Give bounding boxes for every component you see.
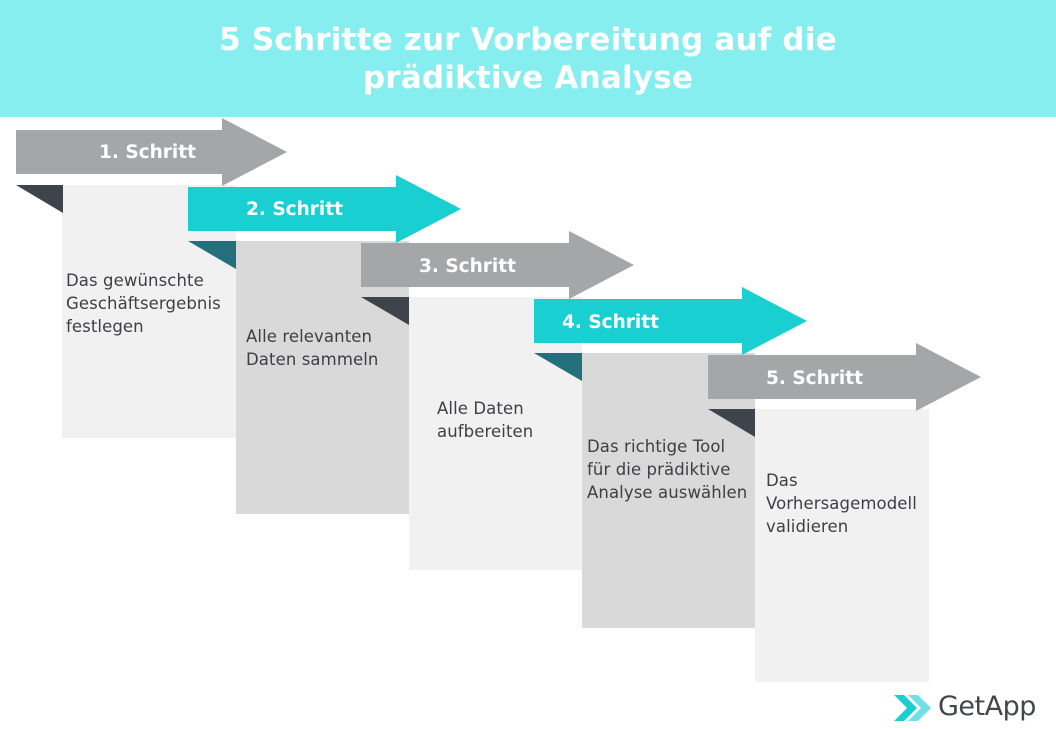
step-1-arrow <box>16 118 287 186</box>
step-4-text: Das richtige Tool für die prädiktive Ana… <box>587 437 748 502</box>
step-5-text: Das Vorhersagemodell validieren <box>766 471 917 536</box>
title-banner: 5 Schritte zur Vorbereitung auf die präd… <box>0 0 1056 117</box>
step-1-label: 1. Schritt <box>99 142 196 163</box>
step-4-fold <box>534 353 582 381</box>
step-4-label: 4. Schritt <box>562 312 659 333</box>
getapp-logo-text: GetApp <box>938 691 1036 722</box>
getapp-double-chevron-icon <box>894 695 931 721</box>
step-3-fold <box>361 297 409 325</box>
step-2-fold <box>188 241 236 269</box>
step-3-label: 3. Schritt <box>419 256 516 277</box>
step-3-arrow <box>361 231 634 299</box>
page-title: 5 Schritte zur Vorbereitung auf die präd… <box>219 21 837 96</box>
step-5-label: 5. Schritt <box>766 368 863 389</box>
step-3-text: Alle Daten aufbereiten <box>437 399 534 441</box>
step-2-label: 2. Schritt <box>246 199 343 220</box>
step-5-fold <box>708 409 755 437</box>
step-5-arrow <box>708 343 981 411</box>
step-5-card <box>755 409 929 682</box>
step-2-text: Alle relevanten Daten sammeln <box>246 327 379 369</box>
step-1-text: Das gewünschte Geschäftsergebnis festleg… <box>66 271 221 336</box>
step-1-fold <box>16 185 63 213</box>
step-2-arrow <box>188 175 461 243</box>
step-4-arrow <box>534 287 807 355</box>
getapp-logo: GetApp <box>894 690 1054 726</box>
